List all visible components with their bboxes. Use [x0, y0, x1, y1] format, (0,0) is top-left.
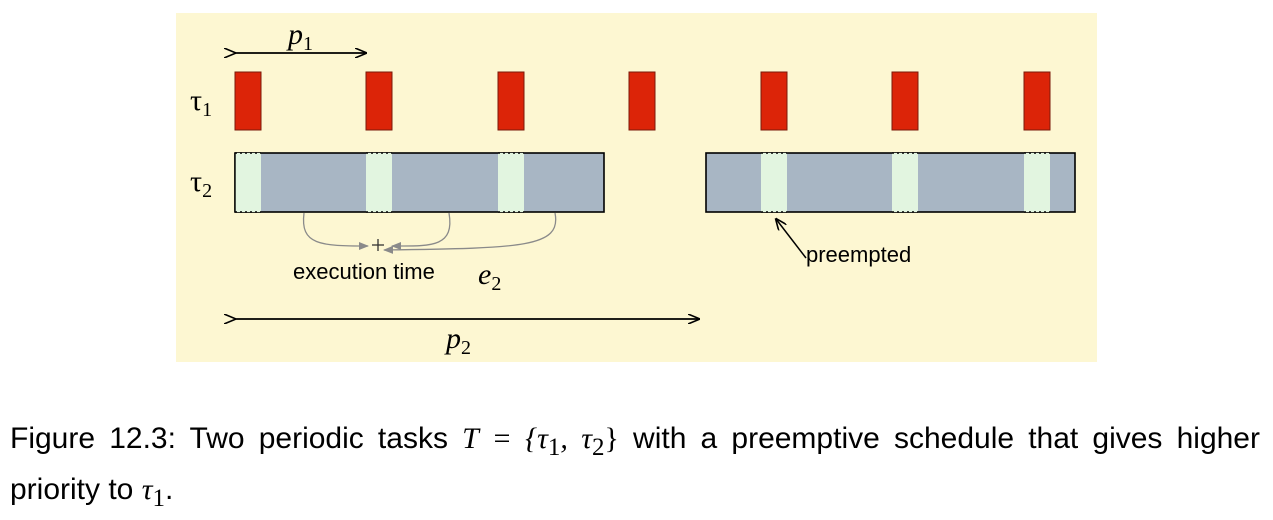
- plus-marker: [372, 239, 384, 251]
- e2-label: e2: [478, 258, 501, 295]
- preemption-gap: [892, 153, 918, 212]
- task1-instance-3: [497, 71, 525, 131]
- figure-caption: Figure 12.3: Two periodic tasks T = {τ1,…: [10, 418, 1260, 520]
- task1-instance-6: [891, 71, 919, 131]
- preemption-gap: [1024, 153, 1050, 212]
- preemption-gap: [761, 153, 787, 212]
- task2-bar-2: [705, 152, 1076, 213]
- caption-middle: with a preemptive schedule that gives hi…: [10, 422, 1260, 506]
- preemption-gap: [235, 153, 261, 212]
- preemption-gap: [366, 153, 392, 212]
- execution-time-label: execution time: [293, 259, 435, 284]
- caption-math-set: T = {τ1, τ2}: [462, 422, 619, 461]
- task1-instance-4: [628, 71, 656, 131]
- caption-suffix: .: [164, 473, 174, 506]
- task1-instance-2: [365, 71, 393, 131]
- tau1-label: τ1: [190, 84, 212, 121]
- tau2-label: τ2: [190, 165, 212, 202]
- execution-time-curves: [302, 212, 557, 254]
- task2-bar-1: [234, 152, 605, 213]
- caption-prefix: Figure 12.3: Two periodic tasks: [10, 422, 463, 455]
- preempted-pointer-arrow: [776, 219, 807, 259]
- preemption-gap: [498, 153, 524, 212]
- p1-label: p1: [286, 18, 313, 55]
- task1-instance-5: [760, 71, 788, 131]
- task1-instances: [234, 71, 1051, 131]
- p2-label: p2: [444, 322, 471, 359]
- task1-instance-7: [1023, 71, 1051, 131]
- task1-instance-1: [234, 71, 262, 131]
- schedule-diagram: p1 τ1 τ2: [176, 13, 1097, 362]
- preempted-label: preempted: [806, 242, 911, 267]
- caption-math-tau: τ1: [141, 473, 165, 512]
